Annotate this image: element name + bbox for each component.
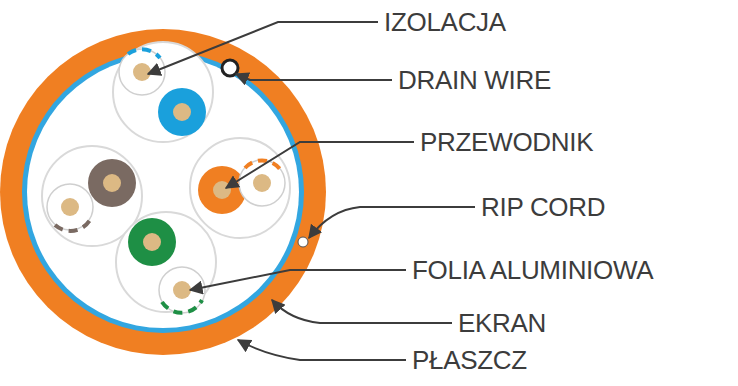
pair-green [128, 218, 205, 313]
pair-foils [42, 42, 290, 312]
pair-orange [198, 160, 285, 214]
pair-blue [119, 49, 206, 136]
part-label: RIP CORD [481, 192, 605, 222]
part-label: PŁASZCZ [412, 345, 527, 375]
rip-cord [298, 237, 308, 247]
part-label: DRAIN WIRE [398, 65, 551, 95]
pair-brown [47, 159, 136, 231]
part-label: EKRAN [458, 308, 546, 338]
part-label: FOLIA ALUMINIOWA [412, 255, 653, 285]
part-label: PRZEWODNIK [420, 127, 593, 157]
drain-wire [222, 60, 238, 76]
part-label: IZOLACJA [384, 7, 506, 37]
